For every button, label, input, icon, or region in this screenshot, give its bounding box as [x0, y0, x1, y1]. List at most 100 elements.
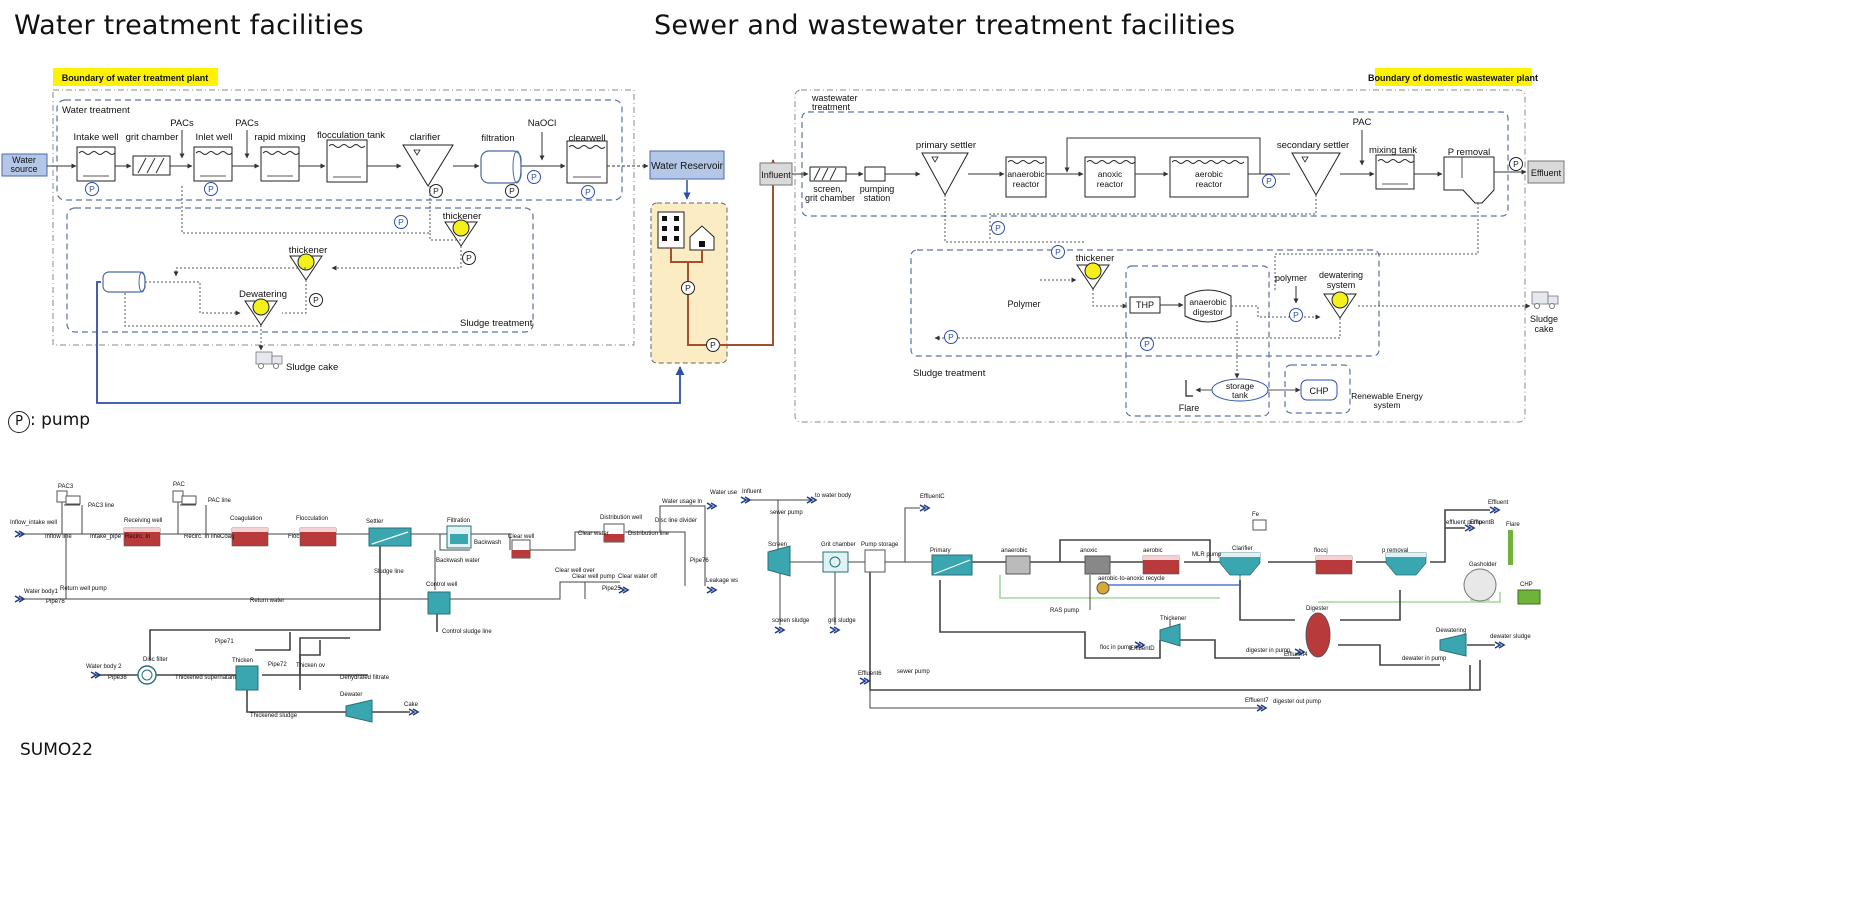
sumo-gasholder-label: Gasholder	[1469, 562, 1497, 568]
sumo-clear-well-label: Clear well	[508, 534, 534, 540]
digestor-label-1: anaerobic	[1189, 297, 1227, 307]
sumo-backwash-water-label: Backwash water	[436, 558, 480, 564]
p-removal-label: P removal	[1448, 147, 1491, 158]
sumo-primary-label: Primary	[930, 548, 951, 554]
storage-label-2: tank	[1232, 390, 1249, 400]
sumo-thickener-label: Thickener	[1160, 616, 1186, 622]
inlet-well-label: Inlet well	[196, 132, 233, 143]
clarifier-icon	[402, 144, 454, 187]
sumo-recycle-label: aerobic-to-anoxic recycle	[1098, 576, 1165, 582]
sumo-effluent4-label: Effluent4	[1284, 652, 1308, 658]
sumo-thicken-label: Thicken	[232, 658, 253, 664]
naocl-label: NaOCl	[528, 118, 557, 129]
sumo-sewer-pump-label: sewer pump	[770, 510, 803, 516]
ww-cake-label-2: cake	[1534, 324, 1553, 334]
polymer1-label: Polymer	[1007, 299, 1040, 309]
water-boundary-label: Boundary of water treatment plant	[62, 73, 209, 83]
sumo-cake-label: Cake	[404, 702, 419, 708]
sumo-waterbody1-label: Water body1	[24, 589, 58, 595]
screen-label-2: grit chamber	[805, 193, 855, 203]
sumo-dehydrated-filtrate-label: Dehydrated filtrate	[340, 675, 390, 681]
sumo-primary-icon	[931, 554, 973, 576]
sumo-p-removal-icon	[1385, 552, 1427, 576]
anaerobic-digestor-icon	[1184, 289, 1232, 323]
water-plant-section: Boundary of water treatment plant Water …	[1, 68, 778, 404]
sumo-clarifier-label: Clarifier	[1232, 546, 1253, 552]
sumo-ww-units: Influent to water body sewer pump Screen…	[740, 489, 1541, 712]
chp-icon	[1300, 379, 1338, 401]
sumo-ras-pump-label: RAS pump	[1050, 608, 1080, 614]
sumo-effluentc-icon	[919, 504, 930, 512]
chp-label: CHP	[1309, 386, 1328, 396]
sumo-pac3-line-label: PAC3 line	[88, 503, 115, 509]
sumo-effluent6-icon	[859, 677, 870, 685]
dewatering-pump-icon	[309, 293, 323, 307]
sumo-sludge-line-label: Sludge line	[374, 569, 404, 575]
intake-well-icon	[76, 146, 116, 182]
sumo-influent-label: Influent	[742, 489, 762, 495]
sumo-intake-pipe-label: Intake_pipe	[90, 534, 122, 540]
aerobic-label-2: reactor	[1196, 179, 1223, 189]
sumo-inflow-label: Inflow_intake well	[10, 520, 57, 526]
ww-sludge-pump-icon	[1051, 245, 1065, 259]
anoxic-label-2: reactor	[1097, 179, 1124, 189]
filtration-pump2-icon	[527, 170, 541, 184]
ww-thickener-icon	[1076, 262, 1110, 290]
pac-label: PAC	[1353, 117, 1372, 128]
sumo-influent-icon	[740, 496, 751, 504]
sumo-dewater-sludge-icon	[1494, 641, 1505, 649]
rapid-mixing-label: rapid mixing	[254, 132, 305, 143]
sumo-dewater-sludge-label: dewater sludge	[1490, 634, 1531, 640]
sumo-pipe25-label: Pipe25	[602, 586, 621, 592]
intake-well-label: Intake well	[74, 132, 119, 143]
sumo-disc-filter-label: Disc filter	[143, 657, 168, 663]
sumo-dewater-label: Dewater	[340, 692, 362, 698]
ww-thickener-label: thickener	[1076, 253, 1115, 264]
p-removal-icon	[1443, 156, 1495, 204]
pumping-label-2: station	[864, 193, 891, 203]
sumo-pump-storage-label: Pump storage	[861, 542, 899, 548]
sumo-flocc-label: floccj	[1314, 548, 1328, 554]
sumo-waterbody2-icon	[90, 671, 101, 679]
sumo-to-water-body-label: to water body	[815, 493, 851, 499]
sumo-aerobic-icon	[1142, 555, 1180, 575]
water-treatment-box	[56, 99, 623, 201]
sumo-anoxic-label: anoxic	[1080, 548, 1097, 554]
sumo-label: SUMO22	[20, 740, 93, 760]
sumo-effluentd-label: EffluentD	[1130, 646, 1155, 652]
sumo-gasholder-icon	[1463, 568, 1497, 602]
thp-label: THP	[1136, 300, 1154, 310]
sumo-filtration-label: Filtration	[447, 518, 470, 524]
ww-boundary-badge	[1375, 68, 1532, 86]
sumo-clear-water-off-label: Clear water off	[618, 574, 657, 580]
flocculation-tank-label: flocculation tank	[317, 130, 385, 141]
sumo-recirc-line-label: Recirc. In line	[184, 534, 221, 540]
ww-dewatering-label-2: system	[1327, 280, 1356, 290]
sumo-thickener-icon	[1159, 623, 1181, 647]
polymer2-label: polymer	[1275, 273, 1307, 283]
flare-icon	[1185, 380, 1193, 397]
aerobic-label-1: aerobic	[1195, 169, 1224, 179]
sumo-disc-filter-icon	[137, 665, 157, 685]
sumo-clear-water-label: Clear water	[578, 531, 609, 537]
anaerobic-reactor-icon	[1005, 156, 1047, 198]
sumo-chp-label: CHP	[1520, 582, 1533, 588]
filtration-pump-icon	[505, 184, 519, 198]
water-reservoir-label: Water Reservoir	[651, 161, 724, 172]
sumo-screen-icon	[767, 545, 791, 577]
sumo-clear-well-over-label: Clear well over	[555, 568, 595, 574]
sumo-fe-icon	[1252, 519, 1267, 531]
primary-settler-label: primary settler	[916, 140, 976, 151]
sumo-grit-sludge-label: grit sludge	[828, 618, 856, 624]
dewatering-label: Dewatering	[239, 289, 287, 300]
sumo-flocculation-label: Flocculation	[296, 516, 328, 522]
pump-legend: P: pump	[8, 410, 90, 433]
ww-boundary-label: Boundary of domestic wastewater plant	[1368, 73, 1538, 83]
sumo-effluent6-label: Effluent6	[858, 671, 882, 677]
sumo-anoxic-icon	[1084, 555, 1111, 575]
sumo-grit-icon	[822, 551, 849, 573]
filtration-label: filtration	[481, 133, 514, 144]
secondary-settler-icon	[1291, 152, 1341, 197]
sumo-grit-label: Grit chamber	[821, 542, 856, 548]
